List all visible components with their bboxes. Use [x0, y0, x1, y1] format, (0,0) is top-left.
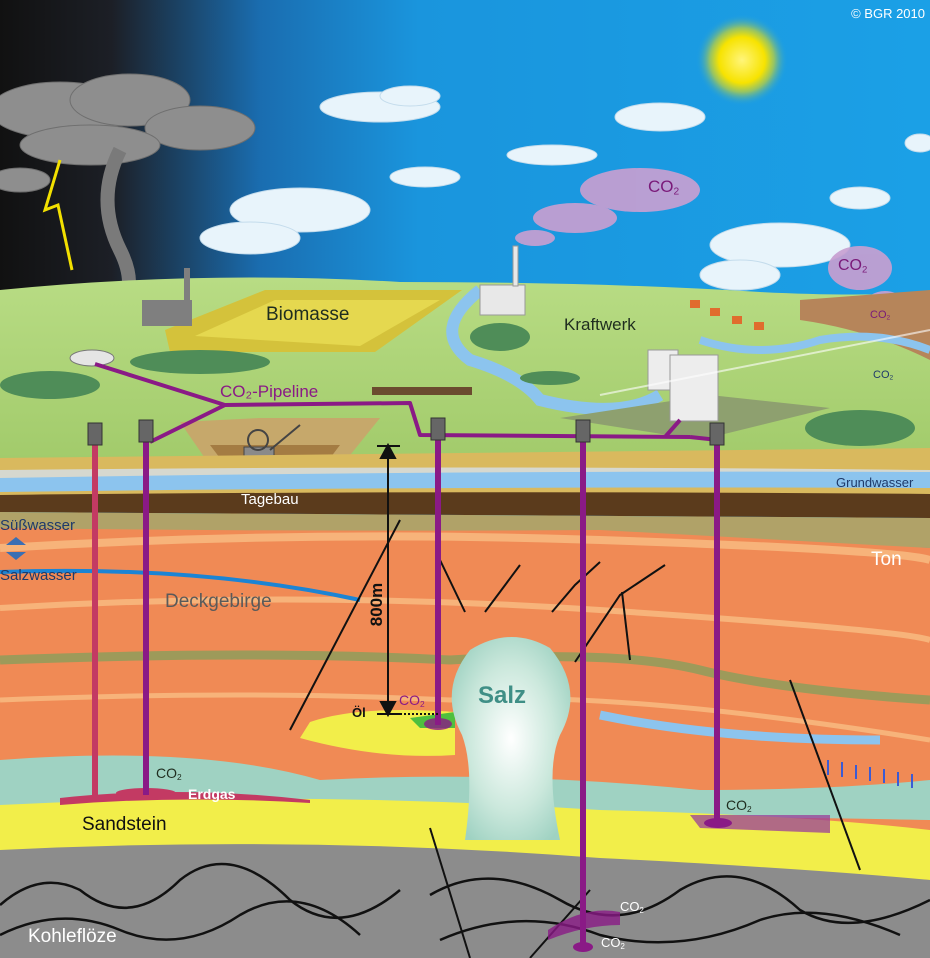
co2-label-oil: CO2	[399, 692, 425, 710]
road	[599, 329, 930, 396]
label-kraftwerk: Kraftwerk	[564, 315, 636, 334]
biomass-plant-icon	[142, 300, 192, 326]
village-icons	[690, 300, 764, 330]
label-kohlefloeze: Kohleflöze	[28, 926, 117, 947]
train-icon	[372, 387, 472, 395]
label-grundwasser: Grundwasser	[836, 475, 914, 490]
wellhead-icons	[87, 417, 725, 446]
label-deckgebirge: Deckgebirge	[165, 591, 272, 612]
injection-wells	[143, 435, 720, 948]
label-salz: Salz	[478, 682, 527, 709]
aquifer-lens	[599, 710, 881, 745]
river-east	[698, 332, 930, 354]
lightning-icon	[42, 159, 74, 271]
label-salzwasser: Salzwasser	[0, 567, 77, 584]
label-depth: 800m	[367, 582, 387, 627]
biomass-chimney-icon	[184, 268, 190, 302]
upper-power-plant-icon	[479, 245, 526, 316]
label-pipeline: CO₂-Pipeline	[220, 382, 319, 401]
label-biomasse: Biomasse	[266, 304, 350, 325]
coal-seam-zone	[0, 844, 930, 958]
label-oel: Öl	[352, 705, 366, 720]
label-erdgas: Erdgas	[188, 786, 236, 802]
biomass-field-inner	[195, 300, 440, 346]
label-suesswasser: Süßwasser	[0, 517, 76, 534]
sky	[0, 0, 930, 320]
co2-label-aquifer: CO2	[726, 797, 752, 815]
co2-label-sky: CO2	[648, 177, 680, 198]
depth-marker	[377, 442, 440, 718]
freshwater-saltwater-arrow-icon	[6, 537, 26, 560]
co2-label-east-2: CO2	[870, 309, 891, 322]
salt-dome	[451, 636, 571, 840]
groundwater-layer	[0, 471, 930, 492]
co2-label-east-3: CO2	[873, 369, 894, 382]
coal-seams	[0, 862, 930, 944]
storm-cloud-icon	[0, 73, 256, 193]
co2-label-coal-1: CO2	[620, 899, 644, 915]
label-sandstein: Sandstein	[82, 814, 167, 835]
cloud-icons	[199, 85, 930, 291]
tree-groups	[0, 323, 915, 446]
co2-label-east-1: CO2	[838, 257, 868, 276]
sun-icon	[696, 14, 788, 106]
saltwater-line	[0, 568, 361, 602]
co2-label-coal-2: CO2	[601, 935, 625, 951]
river	[446, 285, 664, 415]
fault-lines	[289, 519, 861, 958]
fault-aquifer-hatch	[827, 760, 913, 788]
co2-label-gas: CO2	[156, 765, 182, 783]
coal-power-plant-icon	[647, 349, 719, 422]
gas-tank-icon	[69, 349, 115, 367]
label-tagebau: Tagebau	[241, 491, 299, 508]
clay-dark-band	[0, 492, 930, 518]
copyright: © BGR 2010	[851, 6, 925, 21]
label-ton: Ton	[871, 549, 902, 570]
